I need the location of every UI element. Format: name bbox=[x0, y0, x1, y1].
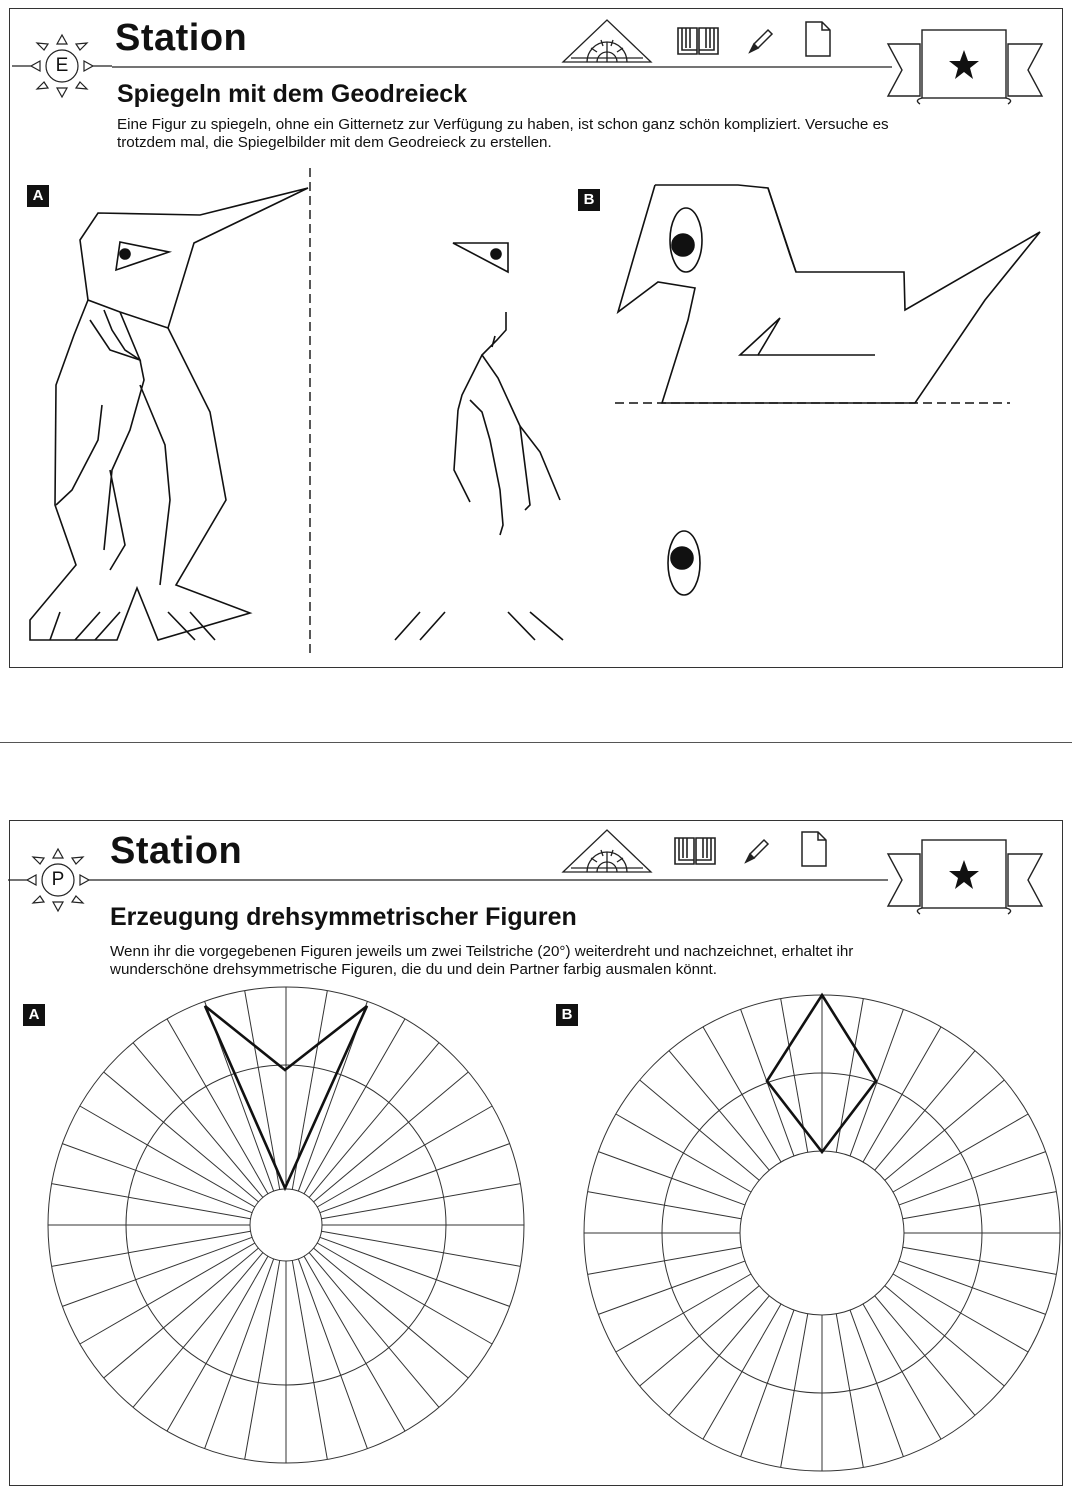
sun-icon bbox=[12, 33, 112, 99]
cut-line bbox=[0, 742, 1072, 743]
book-icon bbox=[674, 837, 716, 865]
radial-line bbox=[313, 1247, 469, 1379]
radial-line bbox=[862, 1303, 942, 1440]
sheet-icon bbox=[805, 21, 831, 57]
radial-line bbox=[639, 1079, 760, 1181]
radial-line bbox=[79, 1242, 256, 1345]
pencil-icon bbox=[744, 838, 770, 864]
radial-line bbox=[62, 1143, 253, 1214]
task-a-marker: A bbox=[23, 1004, 45, 1026]
radial-line bbox=[639, 1285, 760, 1387]
radial-line bbox=[316, 1105, 493, 1208]
radial-line bbox=[849, 1009, 904, 1157]
radial-line bbox=[62, 1236, 253, 1307]
radial-line bbox=[166, 1255, 269, 1432]
radial-line bbox=[835, 1313, 864, 1468]
radial-line bbox=[892, 1273, 1029, 1353]
radial-line bbox=[321, 1183, 521, 1220]
radial-line bbox=[166, 1018, 269, 1195]
exercise-description-line1: Eine Figur zu spiegeln, ohne ein Gittern… bbox=[117, 116, 889, 133]
penguin-drawing bbox=[29, 168, 1041, 656]
exercise-description-line2: wunderschöne drehsymmetrische Figuren, d… bbox=[110, 961, 717, 978]
radial-line bbox=[132, 1042, 264, 1198]
radial-line bbox=[103, 1247, 259, 1379]
radial-line bbox=[244, 990, 281, 1190]
radial-line bbox=[892, 1113, 1029, 1193]
given-figure bbox=[765, 992, 878, 1155]
task-a-marker: A bbox=[27, 185, 49, 207]
task-b-marker: B bbox=[556, 1004, 578, 1026]
radial-line bbox=[291, 1260, 328, 1460]
header-line bbox=[108, 879, 888, 881]
exercise-description-line2: trotzdem mal, die Spiegelbilder mit dem … bbox=[117, 134, 552, 151]
radial-line bbox=[902, 1246, 1057, 1275]
radial-line bbox=[668, 1050, 770, 1171]
radial-line bbox=[902, 1191, 1057, 1220]
book-icon bbox=[677, 27, 719, 55]
radial-line bbox=[598, 1260, 746, 1315]
pencil-icon bbox=[748, 28, 774, 54]
radial-line bbox=[862, 1026, 942, 1163]
radial-line bbox=[103, 1071, 259, 1203]
radial-line bbox=[303, 1018, 406, 1195]
inner-circle bbox=[739, 1150, 905, 1316]
radial-line bbox=[244, 1260, 281, 1460]
radial-line bbox=[587, 1246, 742, 1275]
geodreieck-icon bbox=[561, 829, 653, 873]
radial-line bbox=[319, 1236, 510, 1307]
radial-line bbox=[898, 1260, 1046, 1315]
sun-icon bbox=[8, 847, 108, 913]
radial-line bbox=[874, 1050, 976, 1171]
station-letter: E bbox=[55, 55, 69, 76]
exercise-title: Spiegeln mit dem Geodreieck bbox=[117, 80, 468, 108]
radial-line bbox=[79, 1105, 256, 1208]
station-title: Station bbox=[115, 17, 248, 59]
radial-line bbox=[51, 1183, 251, 1220]
radial-line bbox=[898, 1151, 1046, 1206]
radial-line bbox=[702, 1026, 782, 1163]
station-card-e bbox=[9, 8, 1063, 668]
radial-line bbox=[740, 1309, 795, 1457]
radial-line bbox=[780, 1313, 809, 1468]
radial-line bbox=[308, 1042, 440, 1198]
radial-line bbox=[51, 1230, 251, 1267]
task-b-marker: B bbox=[578, 189, 600, 211]
radial-line bbox=[615, 1273, 752, 1353]
radial-line bbox=[702, 1303, 782, 1440]
exercise-description-line1: Wenn ihr die vorgegebenen Figuren jeweil… bbox=[110, 943, 854, 960]
header-line bbox=[112, 66, 892, 68]
geodreieck-icon bbox=[561, 19, 653, 63]
radial-line bbox=[884, 1079, 1005, 1181]
sheet-icon bbox=[801, 831, 827, 867]
radial-line bbox=[303, 1255, 406, 1432]
radial-line bbox=[615, 1113, 752, 1193]
radial-line bbox=[321, 1230, 521, 1267]
radial-line bbox=[204, 1258, 275, 1449]
given-figure bbox=[203, 1004, 369, 1192]
radial-line bbox=[308, 1252, 440, 1408]
radial-line bbox=[884, 1285, 1005, 1387]
star-banner-icon bbox=[886, 839, 1044, 915]
exercise-title: Erzeugung drehsymmetrischer Figuren bbox=[110, 903, 577, 931]
radial-line bbox=[587, 1191, 742, 1220]
radial-line bbox=[319, 1143, 510, 1214]
radial-line bbox=[316, 1242, 493, 1345]
station-title: Station bbox=[110, 830, 243, 872]
radial-line bbox=[849, 1309, 904, 1457]
station-card-p bbox=[9, 820, 1063, 1486]
radial-line bbox=[313, 1071, 469, 1203]
radial-line bbox=[668, 1295, 770, 1416]
radial-line bbox=[874, 1295, 976, 1416]
radial-line bbox=[297, 1258, 368, 1449]
star-banner-icon bbox=[886, 29, 1044, 105]
radial-line bbox=[598, 1151, 746, 1206]
radial-line bbox=[132, 1252, 264, 1408]
station-letter: P bbox=[51, 869, 65, 890]
